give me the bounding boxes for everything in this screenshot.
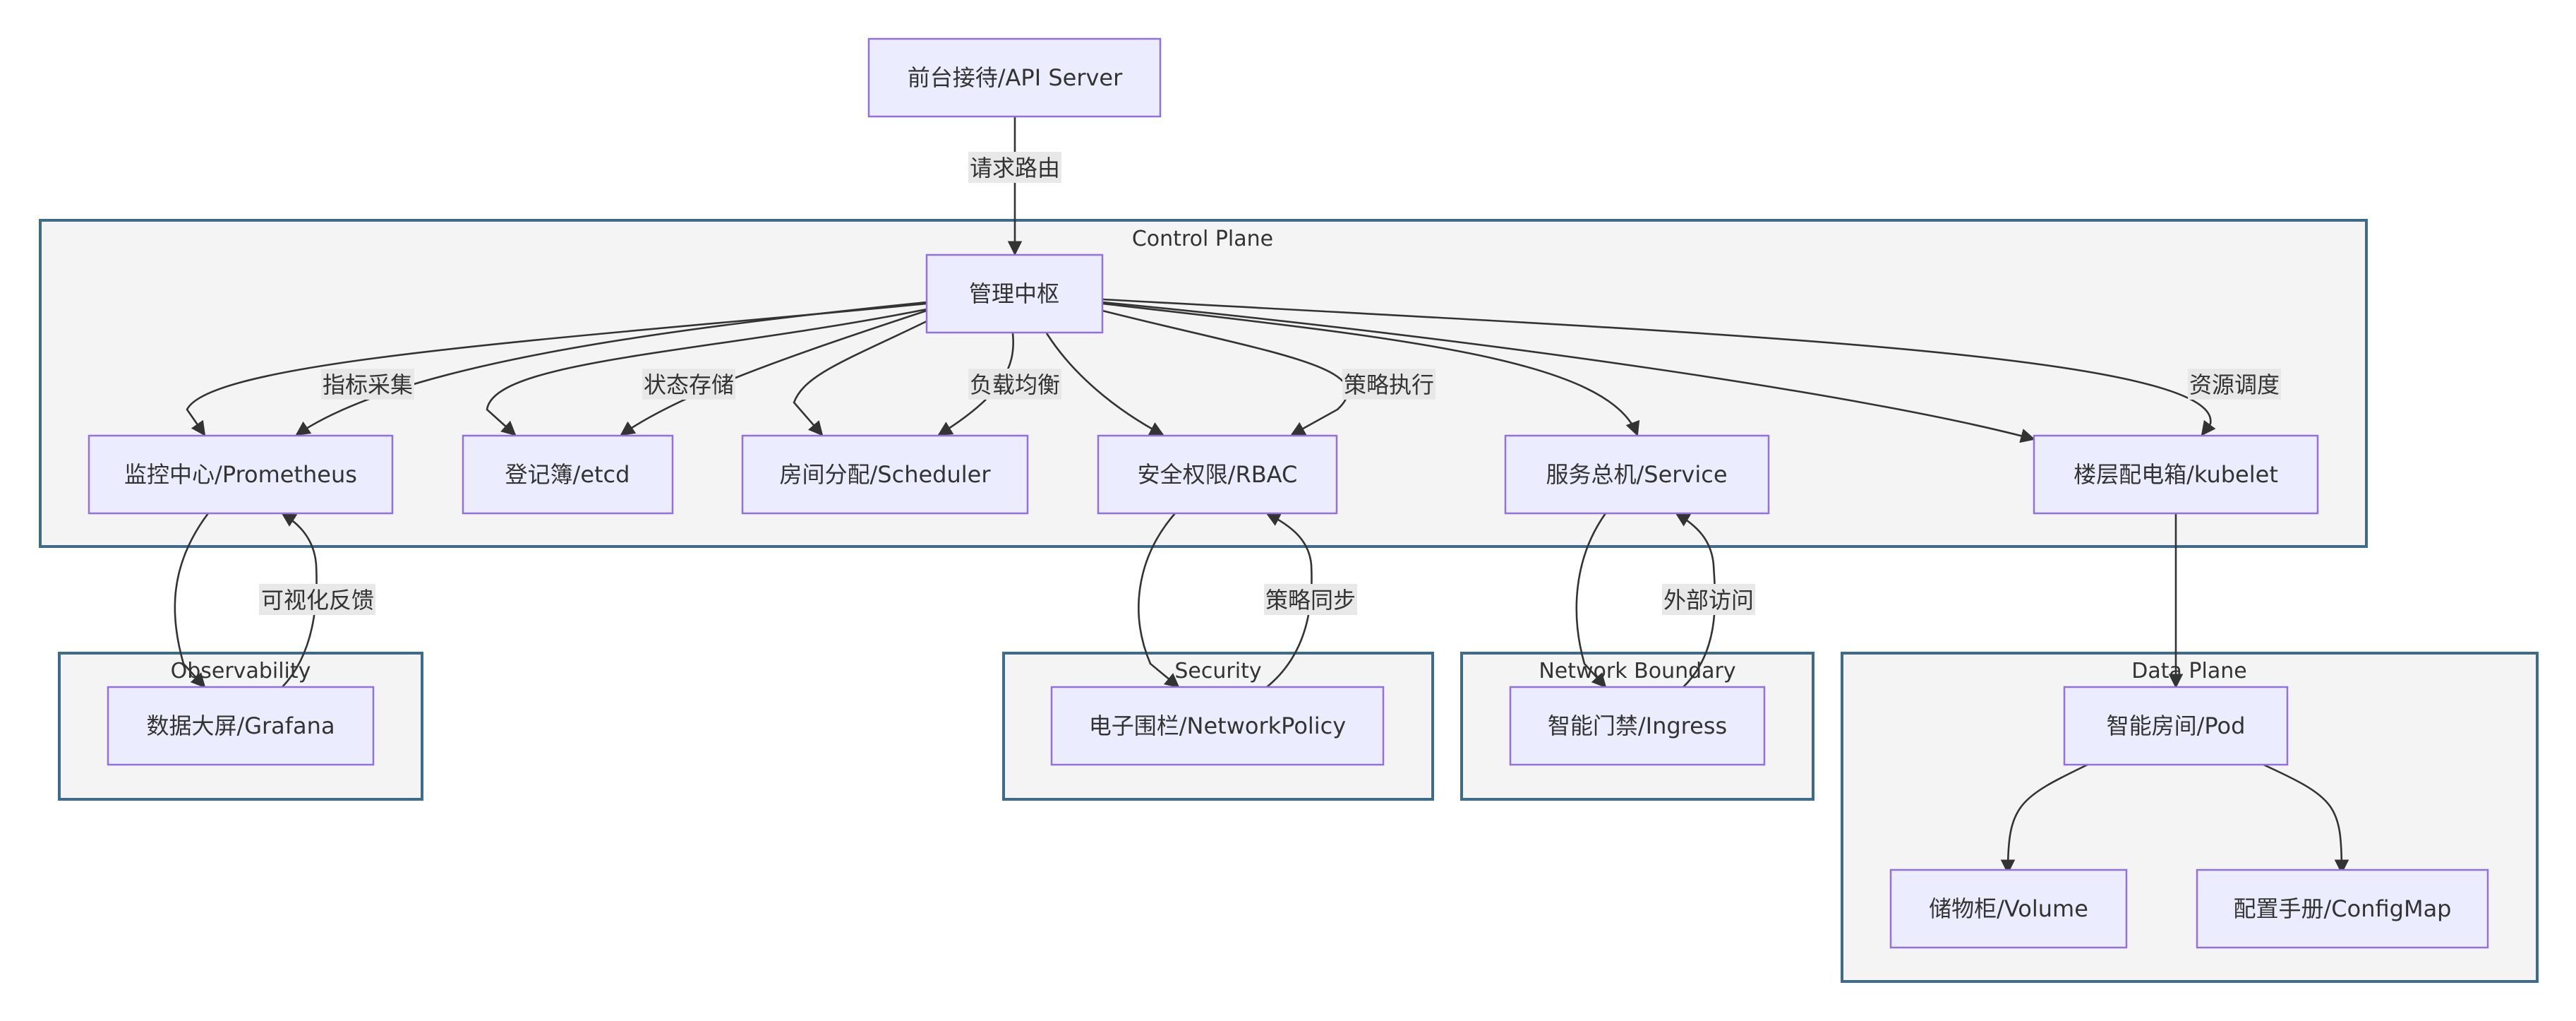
edge-hub-to-kubelet	[1102, 301, 2036, 443]
node-rbac-label: 安全权限/RBAC	[1138, 461, 1298, 488]
edge-service-to-ingress	[1575, 513, 1607, 688]
nodes: 前台接待/API Server 管理中枢 监控中心/Prometheus 登记簿…	[88, 37, 2489, 949]
node-volume[interactable]: 储物柜/Volume	[1889, 868, 2128, 949]
node-api-server[interactable]: 前台接待/API Server	[867, 37, 1162, 118]
edge-label-resource-scheduling-text: 资源调度	[2189, 371, 2280, 398]
edge-label-policy-sync: 策略同步	[1264, 584, 1357, 615]
edge-hub-to-prometheus	[186, 302, 927, 436]
node-rbac[interactable]: 安全权限/RBAC	[1097, 434, 1338, 515]
edges	[174, 117, 2349, 875]
cluster-network-boundary-label: Network Boundary	[1539, 659, 1735, 683]
node-grafana[interactable]: 数据大屏/Grafana	[107, 686, 375, 766]
edge-grafana-to-prometheus	[281, 512, 318, 688]
edge-hub-to-service	[1102, 302, 1640, 436]
edge-netpol-to-rbac	[1265, 512, 1313, 688]
cluster-control-plane-label: Control Plane	[1132, 227, 1273, 251]
node-management-hub[interactable]: 管理中枢	[925, 253, 1104, 334]
node-kubelet[interactable]: 楼层配电箱/kubelet	[2033, 434, 2319, 515]
node-prometheus-label: 监控中心/Prometheus	[124, 461, 357, 488]
node-api-server-label: 前台接待/API Server	[908, 64, 1123, 91]
node-scheduler-label: 房间分配/Scheduler	[780, 461, 992, 488]
edge-hub-to-scheduler	[793, 320, 927, 436]
node-etcd[interactable]: 登记簿/etcd	[462, 434, 674, 515]
node-configmap-label: 配置手册/ConfigMap	[2234, 895, 2452, 922]
edge-label-visual-feedback-text: 可视化反馈	[261, 587, 374, 614]
edge-pod-to-volume	[2000, 763, 2090, 875]
node-volume-label: 储物柜/Volume	[1929, 895, 2088, 922]
node-service-label: 服务总机/Service	[1546, 461, 1727, 488]
edge-label-load-balancing: 负载均衡	[968, 369, 1061, 400]
node-pod-label: 智能房间/Pod	[2107, 712, 2246, 739]
edge-label-external-access-text: 外部访问	[1663, 587, 1754, 614]
node-configmap[interactable]: 配置手册/ConfigMap	[2196, 868, 2489, 949]
node-network-policy-label: 电子围栏/NetworkPolicy	[1089, 712, 1346, 739]
node-grafana-label: 数据大屏/Grafana	[146, 712, 335, 739]
node-etcd-label: 登记簿/etcd	[505, 461, 630, 488]
node-kubelet-label: 楼层配电箱/kubelet	[2074, 461, 2278, 488]
edge-hub-to-etcd-alt	[620, 309, 927, 436]
edge-label-visual-feedback: 可视化反馈	[259, 584, 375, 615]
cluster-security-label: Security	[1174, 659, 1261, 683]
edge-labels: 请求路由 指标采集 状态存储 负载均衡 策略执行 资源调度 可视化反馈 策略同	[259, 152, 2281, 615]
node-scheduler[interactable]: 房间分配/Scheduler	[741, 434, 1029, 515]
edge-label-metrics-collection-text: 指标采集	[323, 371, 413, 398]
node-service[interactable]: 服务总机/Service	[1504, 434, 1770, 515]
node-ingress[interactable]: 智能门禁/Ingress	[1509, 686, 1766, 766]
node-pod[interactable]: 智能房间/Pod	[2063, 686, 2289, 766]
edge-label-request-routing: 请求路由	[968, 152, 1061, 183]
edge-prometheus-to-grafana	[174, 513, 210, 688]
edge-label-policy-enforcement-text: 策略执行	[1344, 371, 1434, 398]
node-prometheus[interactable]: 监控中心/Prometheus	[88, 434, 394, 515]
node-management-hub-label: 管理中枢	[969, 280, 1059, 307]
node-network-policy[interactable]: 电子围栏/NetworkPolicy	[1050, 686, 1385, 766]
edge-label-resource-scheduling: 资源调度	[2188, 369, 2281, 400]
edge-hub-to-rbac	[1045, 333, 1164, 436]
node-ingress-label: 智能门禁/Ingress	[1548, 712, 1727, 739]
edge-label-state-storage: 状态存储	[642, 369, 735, 400]
edge-hub-to-prometheus-alt	[295, 301, 927, 436]
edge-label-state-storage-text: 状态存储	[644, 371, 734, 398]
edge-label-policy-sync-text: 策略同步	[1265, 587, 1356, 614]
cluster-data-plane-label: Data Plane	[2131, 659, 2246, 683]
edge-ingress-to-service	[1675, 512, 1716, 688]
edge-label-metrics-collection: 指标采集	[321, 369, 414, 400]
edge-rbac-to-netpol	[1138, 513, 1180, 688]
edge-pod-to-configmap	[2261, 763, 2349, 875]
edge-label-external-access: 外部访问	[1662, 584, 1755, 615]
edge-label-policy-enforcement: 策略执行	[1342, 369, 1436, 400]
cluster-observability-label: Observability	[171, 659, 311, 683]
edge-hub-to-etcd	[486, 308, 927, 436]
edge-label-request-routing-text: 请求路由	[970, 155, 1060, 181]
edge-label-load-balancing-text: 负载均衡	[970, 371, 1060, 398]
